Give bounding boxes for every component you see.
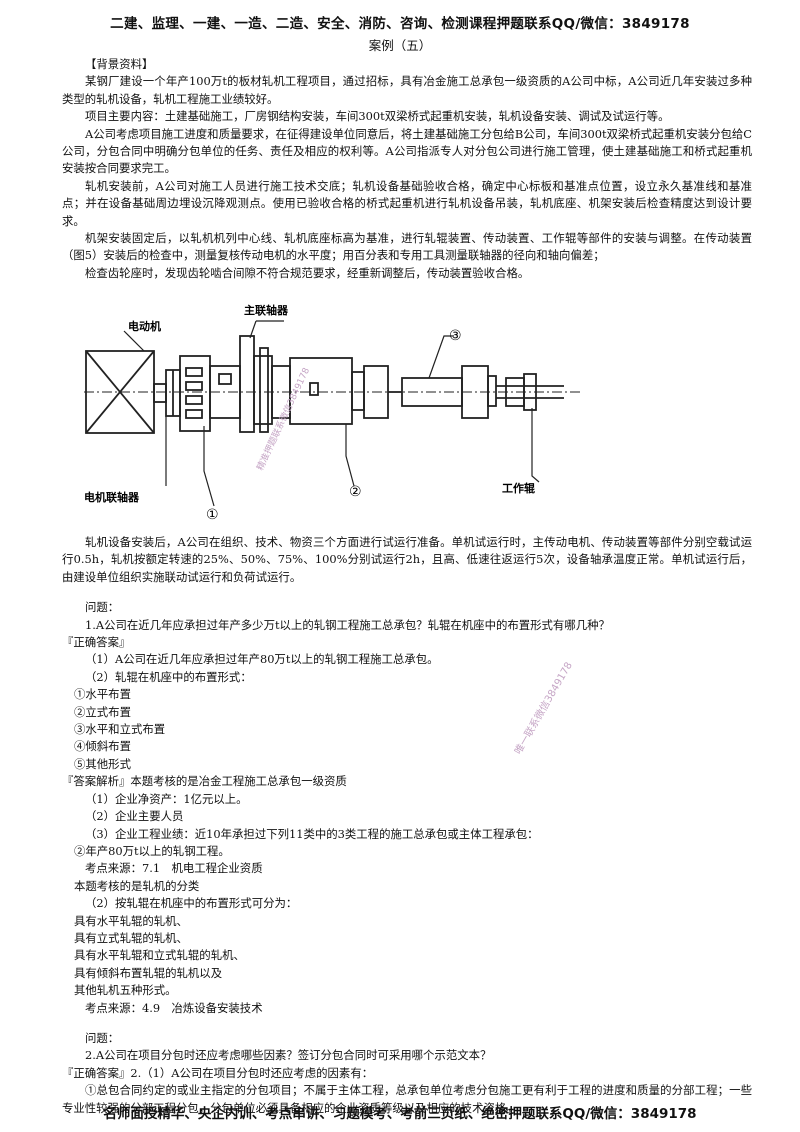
form-item: ②立式布置: [74, 704, 131, 719]
form-item: ⑤其他形式: [74, 756, 131, 771]
trial-run-paragraph: 轧机设备安装后，A公司在组织、技术、物资三个方面进行试运行准备。单机试运行时，主…: [62, 535, 752, 584]
motor-label: 电动机: [128, 319, 161, 333]
answer-line: （2）轧辊在机座中的布置形式：: [85, 669, 252, 684]
main-coupling-label: 主联轴器: [244, 303, 289, 317]
kind-item: 其他轧机五种形式。: [74, 983, 177, 998]
background-paragraph: 项目主要内容：土建基础施工，厂房钢结构安装，车间300t双梁桥式起重机安装，轧机…: [85, 109, 670, 124]
answer-line: （1）A公司在近几年应承担过年产80万t以上的轧钢工程施工总承包。: [85, 652, 439, 667]
answer-paragraph: ①总包合同约定的或业主指定的分包项目；不属于主体工程，总承包单位考虑分包施工更有…: [62, 1083, 752, 1115]
analysis-item: （3）企业工程业绩：近10年承担过下列11类中的3类工程的施工总承包或主体工程承…: [85, 826, 539, 841]
body-section: 轧机设备安装后，A公司在组织、技术、物资三个方面进行试运行准备。单机试运行时，主…: [62, 534, 752, 1117]
transmission-diagram: 电动机 主联轴器 电机联轴器 工作辊 ① ② ③ 精准押题联系微信3849178: [84, 303, 582, 523]
background-paragraph: A公司考虑项目施工进度和质量要求，在征得建设单位同意后，将土建基础施工分包给B公…: [62, 126, 752, 176]
callout-2: ②: [349, 484, 362, 500]
form-item: ③水平和立式布置: [74, 722, 166, 737]
background-paragraph: 轧机安装前，A公司对施工人员进行施工技术交底；轧机设备基础验收合格，确定中心标板…: [62, 178, 752, 228]
background-paragraph: 机架安装固定后，以轧机机列中心线、轧机底座标高为基准，进行轧辊装置、传动装置、工…: [62, 231, 752, 263]
analysis-heading: 『答案解析』本题考核的是冶金工程施工总承包一级资质: [62, 774, 347, 789]
sub-heading: （2）按轧辊在机座中的布置形式可分为：: [85, 896, 298, 911]
kind-item: 具有立式轧辊的轧机、: [74, 930, 188, 945]
background-paragraph: 检查齿轮座时，发现齿轮啮合间隙不符合规范要求，经重新调整后，传动装置验收合格。: [85, 265, 530, 280]
question-label: 问题：: [85, 1030, 120, 1045]
question-label: 问题：: [85, 600, 120, 615]
work-roll-label: 工作辊: [502, 481, 535, 495]
topic-line: 本题考核的是轧机的分类: [74, 878, 200, 893]
top-banner: 二建、监理、一建、一造、二造、安全、消防、咨询、检测课程押题联系QQ/微信：38…: [110, 16, 690, 32]
callout-1: ①: [206, 507, 219, 523]
question-1: 1.A公司在近几年应承担过年产多少万t以上的轧钢工程施工总承包？轧辊在机座中的布…: [85, 617, 610, 632]
bottom-banner: 名师面授精华、央企内训、考点串讲、习题模考、考前三页纸、绝密押题联系QQ/微信：…: [103, 1106, 697, 1122]
question-2: 2.A公司在项目分包时还应考虑哪些因素？签订分包合同时可采用哪个示范文本？: [85, 1048, 492, 1063]
kind-item: 具有倾斜布置轧辊的轧机以及: [74, 965, 223, 980]
kind-item: 具有水平轧辊和立式轧辊的轧机、: [74, 948, 245, 963]
background-section: 【背景资料】 某钢厂建设一个年产100万t的板材轧机工程项目，通过招标，具有冶金…: [62, 56, 752, 282]
answer-tag: 『正确答案』: [62, 635, 131, 650]
callout-3: ③: [449, 328, 462, 344]
main-coupling-shape: [239, 335, 255, 433]
form-item: ①水平布置: [74, 687, 131, 702]
analysis-item: （1）企业净资产：1亿元以上。: [85, 791, 248, 806]
background-heading: 【背景资料】: [85, 57, 154, 71]
analysis-item: ②年产80万t以上的轧钢工程。: [74, 843, 230, 858]
answer-line: 『正确答案』2.（1）A公司在项目分包时还应考虑的因素有：: [62, 1065, 374, 1080]
kind-item: 具有水平轧辊的轧机、: [74, 913, 188, 928]
motor-coupling-label: 电机联轴器: [84, 490, 140, 504]
form-item: ④倾斜布置: [74, 739, 131, 754]
case-title: 案例（五）: [368, 38, 432, 53]
figure-watermark: 精准押题联系微信3849178: [254, 365, 312, 472]
background-paragraph: 某钢厂建设一个年产100万t的板材轧机工程项目，通过招标，具有冶金施工总承包一级…: [62, 74, 752, 106]
source-line: 考点来源：4.9 冶炼设备安装技术: [85, 1000, 263, 1015]
analysis-item: （2）企业主要人员: [85, 809, 184, 824]
source-line: 考点来源：7.1 机电工程企业资质: [85, 861, 263, 876]
